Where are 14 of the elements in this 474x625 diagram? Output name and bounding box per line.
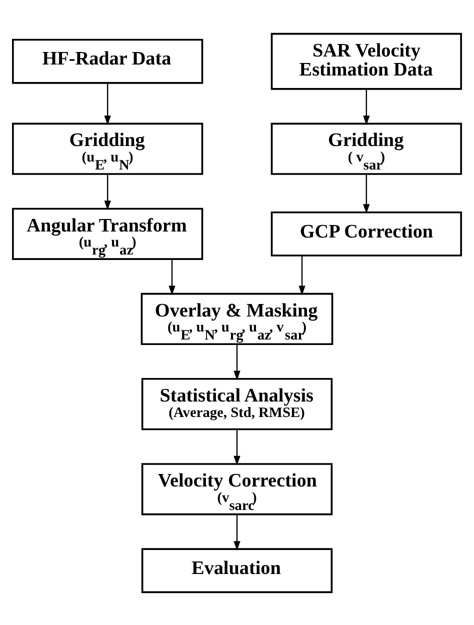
- arrow: [168, 258, 176, 295]
- node-box: HF-Radar Data: [12, 38, 204, 84]
- arrow: [104, 82, 111, 125]
- arrow: [234, 429, 240, 465]
- arrow: [234, 344, 240, 380]
- node-box: GCP Correction: [270, 210, 462, 256]
- arrow: [234, 514, 240, 550]
- node-box: SAR Velocity Estimation Data: [270, 32, 462, 90]
- arrow: [363, 174, 370, 214]
- node-box: Evaluation: [141, 548, 333, 593]
- arrow: [298, 255, 306, 295]
- arrow: [363, 88, 370, 125]
- arrow: [104, 174, 111, 210]
- node-box: Statistical Analysis (Average, Std, RMSE): [141, 378, 333, 430]
